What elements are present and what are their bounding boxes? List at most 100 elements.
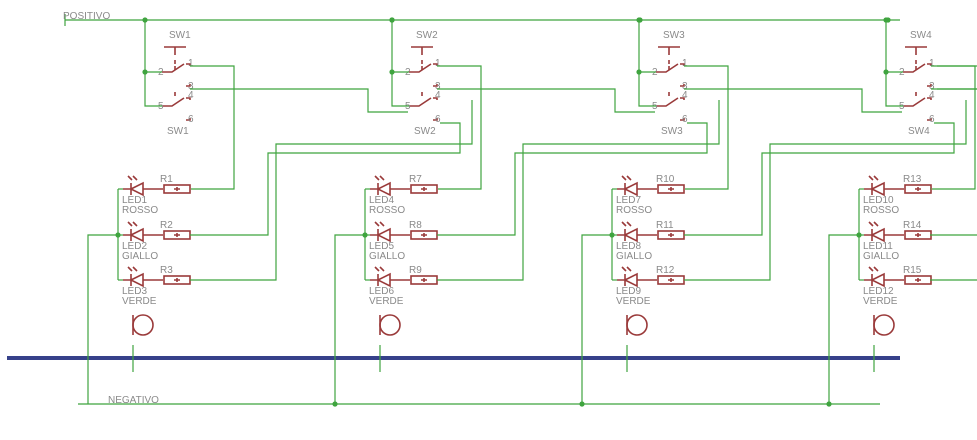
led-color: GIALLO bbox=[369, 251, 405, 262]
pin-label: 6 bbox=[435, 114, 441, 125]
led-ref: LED7 bbox=[616, 195, 641, 206]
led-emission-icon bbox=[868, 221, 879, 227]
led-color: ROSSO bbox=[863, 205, 899, 216]
resistor-icon bbox=[163, 184, 191, 194]
wire bbox=[144, 72, 162, 107]
positive-rail-label: POSITIVO bbox=[63, 11, 110, 22]
switch-ref-top: SW2 bbox=[416, 30, 438, 41]
resistor-marker bbox=[421, 187, 427, 191]
speaker bbox=[626, 314, 648, 372]
switch-ref-bottom: SW3 bbox=[661, 126, 683, 137]
resistor-marker bbox=[668, 187, 674, 191]
wire bbox=[684, 100, 967, 281]
wire bbox=[437, 100, 720, 281]
led-ref: LED12 bbox=[863, 286, 894, 297]
resistor-ref: R1 bbox=[160, 174, 173, 185]
led-diode-icon bbox=[864, 272, 904, 288]
resistor-marker bbox=[668, 233, 674, 237]
resistor-ref: R11 bbox=[656, 220, 674, 231]
wire bbox=[828, 234, 859, 404]
pin-label: 6 bbox=[682, 114, 688, 125]
resistor-marker bbox=[421, 233, 427, 237]
resistor-ref: R8 bbox=[409, 220, 422, 231]
led-emission-icon bbox=[621, 266, 632, 272]
wire bbox=[334, 234, 365, 404]
stage-1: SW1SW1213546R1LED1ROSSOR2LED2GIALLOR3LED… bbox=[87, 17, 473, 404]
wire bbox=[144, 25, 162, 73]
wire bbox=[931, 65, 976, 190]
wire bbox=[190, 88, 408, 113]
resistor-ref: R9 bbox=[409, 265, 422, 276]
resistor-marker bbox=[421, 278, 427, 282]
negative-rail-label: NEGATIVO bbox=[108, 395, 159, 406]
pin-label: 4 bbox=[435, 90, 441, 101]
switch-ref-bottom: SW1 bbox=[167, 126, 189, 137]
junction-dot bbox=[332, 401, 338, 407]
led-color: VERDE bbox=[369, 296, 404, 307]
edge-continuation bbox=[389, 17, 977, 281]
pin-label: 1 bbox=[188, 58, 194, 69]
wire bbox=[190, 65, 235, 190]
junction-dot bbox=[885, 17, 891, 23]
led-color: GIALLO bbox=[122, 251, 158, 262]
stage-4: SW4SW4213546R13LED10ROSSOR14LED11GIALLOR… bbox=[826, 17, 977, 407]
pin-label: 1 bbox=[682, 58, 688, 69]
led-emission-icon bbox=[127, 175, 138, 181]
wire bbox=[437, 122, 708, 236]
switch-contact-a bbox=[656, 63, 685, 87]
led-color: GIALLO bbox=[863, 251, 899, 262]
speaker-icon bbox=[626, 314, 648, 336]
led-emission-icon bbox=[868, 266, 879, 272]
junction-dot bbox=[142, 69, 148, 75]
led-emission-icon bbox=[374, 175, 385, 181]
stage-2: SW2SW2213546R7LED4ROSSOR8LED5GIALLOR9LED… bbox=[332, 17, 720, 407]
speaker-icon bbox=[873, 314, 895, 336]
switch-contact-a bbox=[409, 63, 438, 87]
switch-contact-b bbox=[162, 97, 191, 121]
junction-dot bbox=[389, 17, 395, 23]
resistor-marker bbox=[668, 278, 674, 282]
led-diode-icon bbox=[370, 227, 410, 243]
switch-contact-a bbox=[162, 63, 191, 87]
led-ref: LED5 bbox=[369, 241, 394, 252]
led-emission-icon bbox=[374, 266, 385, 272]
switch-actuator bbox=[658, 46, 680, 55]
resistor-marker bbox=[174, 278, 180, 282]
wire bbox=[885, 25, 903, 73]
led-ref: LED4 bbox=[369, 195, 394, 206]
junction-dot bbox=[826, 401, 832, 407]
led-diode-icon bbox=[617, 227, 657, 243]
pin-label: 1 bbox=[435, 58, 441, 69]
led-color: VERDE bbox=[616, 296, 651, 307]
wire bbox=[885, 72, 903, 107]
pin-label: 4 bbox=[682, 90, 688, 101]
led-emission-icon bbox=[621, 221, 632, 227]
wire bbox=[87, 234, 118, 404]
resistor-ref: R7 bbox=[409, 174, 422, 185]
wire bbox=[684, 65, 729, 190]
resistor-ref: R12 bbox=[656, 265, 675, 276]
wire bbox=[190, 122, 461, 236]
led-color: ROSSO bbox=[369, 205, 405, 216]
led-diode-icon bbox=[617, 272, 657, 288]
junction-dot bbox=[637, 17, 643, 23]
led-diode-icon bbox=[370, 181, 410, 197]
led-color: ROSSO bbox=[616, 205, 652, 216]
switch-actuator bbox=[905, 46, 927, 55]
switch-ref-bottom: SW4 bbox=[908, 126, 930, 137]
resistor-ref: R14 bbox=[903, 220, 922, 231]
stage-3: SW3SW3213546R10LED7ROSSOR11LED8GIALLOR12… bbox=[579, 17, 967, 407]
pin-label: 6 bbox=[929, 114, 935, 125]
pin-label: 3 bbox=[188, 81, 194, 92]
speaker bbox=[132, 314, 154, 372]
